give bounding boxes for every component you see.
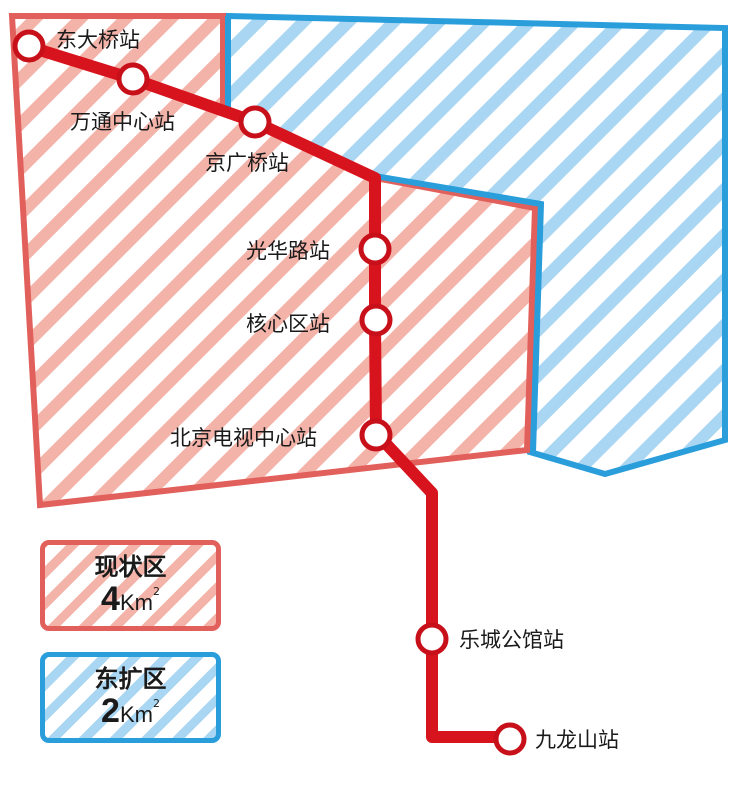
legend-current-zone: 现状区 4Km2 — [40, 540, 221, 631]
station-label: 核心区站 — [246, 312, 330, 336]
station-marker-guanghualu[interactable] — [358, 232, 392, 266]
legend-area-exponent: 2 — [152, 585, 160, 599]
legend-area-exponent: 2 — [152, 697, 160, 711]
station-label: 万通中心站 — [70, 110, 175, 134]
legend-area-value: 4 — [101, 580, 120, 619]
station-label: 东大桥站 — [56, 28, 140, 52]
station-marker-btv-center[interactable] — [359, 418, 393, 452]
legend-title: 现状区 — [94, 553, 167, 581]
station-marker-jingguangqiao[interactable] — [238, 105, 272, 139]
station-label: 北京电视中心站 — [170, 426, 317, 450]
station-label: 京广桥站 — [205, 151, 289, 175]
station-label: 光华路站 — [246, 239, 330, 263]
legend-area-value: 2 — [101, 692, 120, 731]
east-expansion-border — [374, 173, 545, 453]
station-marker-wantong[interactable] — [116, 62, 150, 96]
station-label: 乐城公馆站 — [459, 628, 564, 652]
station-marker-jiulongshan[interactable] — [493, 722, 527, 756]
legend-area-unit: Km — [119, 590, 153, 616]
legend-area: 4Km2 — [45, 582, 216, 616]
legend-east-expansion: 东扩区 2Km2 — [40, 652, 221, 743]
station-marker-lecheng[interactable] — [415, 622, 449, 656]
station-label: 九龙山站 — [535, 728, 619, 752]
legend-area-unit: Km — [119, 702, 153, 728]
station-markers — [12, 29, 527, 756]
station-marker-hexinqu[interactable] — [359, 303, 393, 337]
legend-title: 东扩区 — [94, 665, 167, 693]
station-marker-dongdaqiao[interactable] — [12, 29, 46, 63]
legend-area: 2Km2 — [45, 694, 216, 728]
